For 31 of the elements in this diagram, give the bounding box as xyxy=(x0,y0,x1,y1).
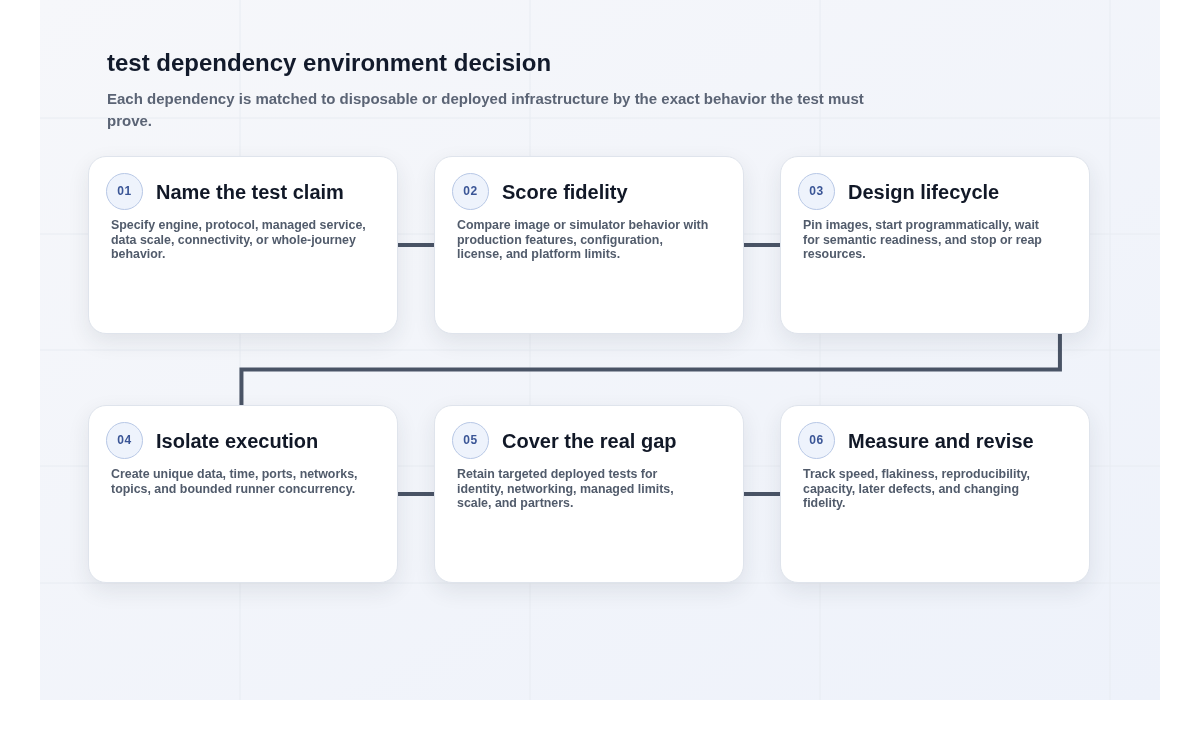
step-title: Score fidelity xyxy=(502,180,628,205)
step-card xyxy=(780,405,1090,583)
step-description: Pin images, start programmatically, wait for semantic readiness, and stop or reap resources. xyxy=(803,218,1043,262)
step-description: Create unique data, time, ports, networks, topics, and bounded runner concurrency. xyxy=(111,467,359,496)
step-title: Design lifecycle xyxy=(848,180,1000,205)
step-card xyxy=(434,405,744,583)
step-card xyxy=(434,156,744,334)
step-number: 01 xyxy=(106,173,143,210)
connector-line xyxy=(398,243,434,247)
connector-line xyxy=(239,334,1062,405)
step-description: Compare image or simulator behavior with production features, configuration, license, and platform limits. xyxy=(457,218,710,262)
step-number: 06 xyxy=(798,422,835,459)
step-number: 02 xyxy=(452,173,489,210)
step-description: Retain targeted deployed tests for identity, networking, managed limits, scale, and partners. xyxy=(457,467,675,511)
step-number: 03 xyxy=(798,173,835,210)
step-title: Measure and revise xyxy=(848,429,1034,454)
step-title: Cover the real gap xyxy=(502,429,677,454)
step-title: Name the test claim xyxy=(156,180,344,205)
connector-line xyxy=(744,492,780,496)
step-card xyxy=(780,156,1090,334)
step-title: Isolate execution xyxy=(156,429,319,454)
diagram-subtitle: Each dependency is matched to disposable or deployed infrastructure by the exact behavior the test must prove. xyxy=(107,89,865,131)
step-description: Specify engine, protocol, managed service, data scale, connectivity, or whole-journey behavior. xyxy=(111,218,367,262)
step-card xyxy=(88,156,398,334)
diagram-title: test dependency environment decision xyxy=(107,48,552,78)
step-card xyxy=(88,405,398,583)
step-description: Track speed, flakiness, reproducibility, capacity, later defects, and changing fidelity. xyxy=(803,467,1032,511)
step-number: 05 xyxy=(452,422,489,459)
connector-line xyxy=(744,243,780,247)
connector-line xyxy=(398,492,434,496)
step-number: 04 xyxy=(106,422,143,459)
